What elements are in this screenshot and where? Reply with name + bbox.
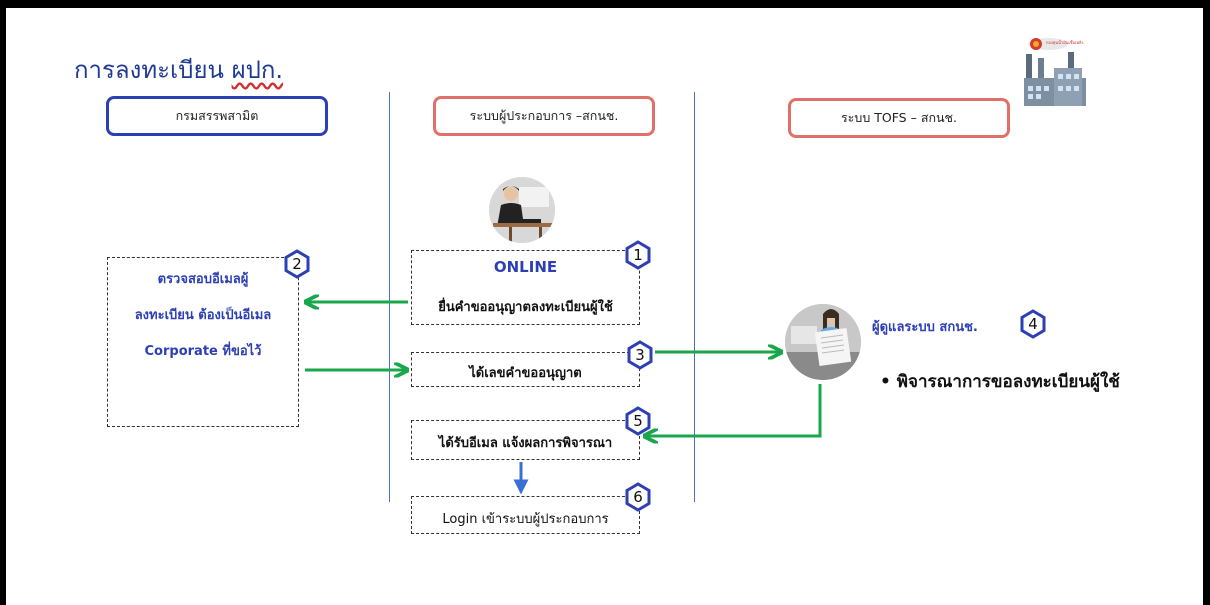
admin-title: ผู้ดูแลระบบ สกนช. (872, 320, 978, 335)
header-excise-label: กรมสรรพสามิต (175, 108, 259, 123)
step1-number: 1 (633, 246, 643, 264)
frame-border-top (0, 0, 1210, 8)
step2-line-3: Corporate ที่ขอไว้ (144, 344, 262, 359)
step1-badge: 1 (623, 240, 653, 270)
hexagon-badge-icon (1020, 309, 1046, 339)
step2-line-2: ลงทะเบียน ต้องเป็นอีเมล (134, 308, 272, 323)
step1-text: ยื่นคำขออนุญาตลงทะเบียนผู้ใช้ (438, 300, 613, 315)
step5-box: ได้รับอีเมล แจ้งผลการพิจารณา (411, 420, 640, 460)
hexagon-badge-icon (627, 340, 653, 370)
step3-text: ได้เลขคำขออนุญาต (469, 366, 582, 381)
header-excise-department: กรมสรรพสามิต (106, 96, 328, 136)
step2-badge: 2 (282, 249, 312, 279)
header-tofs-system: ระบบ TOFS – สกนช. (788, 98, 1010, 138)
step4-number: 4 (1028, 315, 1038, 333)
hexagon-badge-icon (625, 240, 651, 270)
column-divider-left (389, 92, 390, 502)
step3-box: ได้เลขคำขออนุญาต (411, 352, 640, 387)
step2-number: 2 (292, 255, 302, 273)
frame-border-right (1203, 0, 1210, 605)
step6-text: Login เข้าระบบผู้ประกอบการ (442, 512, 609, 527)
office-worker-icon (489, 177, 555, 243)
step5-number: 5 (633, 412, 643, 430)
step5-badge: 5 (623, 406, 653, 436)
step3-badge: 3 (625, 340, 655, 370)
frame-border-left (0, 0, 6, 605)
step5-text: ได้รับอีเมล แจ้งผลการพิจารณา (438, 436, 613, 451)
step3-number: 3 (635, 346, 645, 364)
hexagon-badge-icon (625, 482, 651, 512)
hexagon-badge-icon (284, 249, 310, 279)
header-tofs-label: ระบบ TOFS – สกนช. (840, 110, 958, 125)
page-title-main: การลงทะเบียน (74, 56, 232, 84)
factory-logo-icon: กองทุนน้ำมันเชื้อเพลิง (1016, 34, 1094, 108)
page-title-underlined: ผปก. (231, 56, 284, 84)
admin-woman-icon (785, 304, 861, 380)
header-operator-label: ระบบผู้ประกอบการ –สกนช. (469, 108, 619, 123)
step4-badge: 4 (1018, 309, 1048, 339)
logo-text: กองทุนน้ำมันเชื้อเพลิง (1046, 40, 1084, 45)
step6-box: Login เข้าระบบผู้ประกอบการ (411, 496, 640, 534)
step2-box: ตรวจสอบอีเมลผู้ ลงทะเบียน ต้องเป็นอีเมล … (107, 257, 299, 427)
step2-line-1: ตรวจสอบอีเมลผู้ (157, 272, 249, 287)
page-title: การลงทะเบียน ผปก. (74, 50, 283, 89)
column-divider-right (694, 92, 695, 502)
step6-number: 6 (633, 488, 643, 506)
arrow-admin-to-step5 (646, 384, 822, 436)
step4-bullet-text: • พิจารณาการขอลงทะเบียนผู้ใช้ (880, 372, 1120, 392)
header-operator-system: ระบบผู้ประกอบการ –สกนช. (433, 96, 655, 136)
step1-heading: ONLINE (493, 258, 558, 276)
step1-box: ONLINE ยื่นคำขออนุญาตลงทะเบียนผู้ใช้ (411, 250, 640, 325)
step6-badge: 6 (623, 482, 653, 512)
